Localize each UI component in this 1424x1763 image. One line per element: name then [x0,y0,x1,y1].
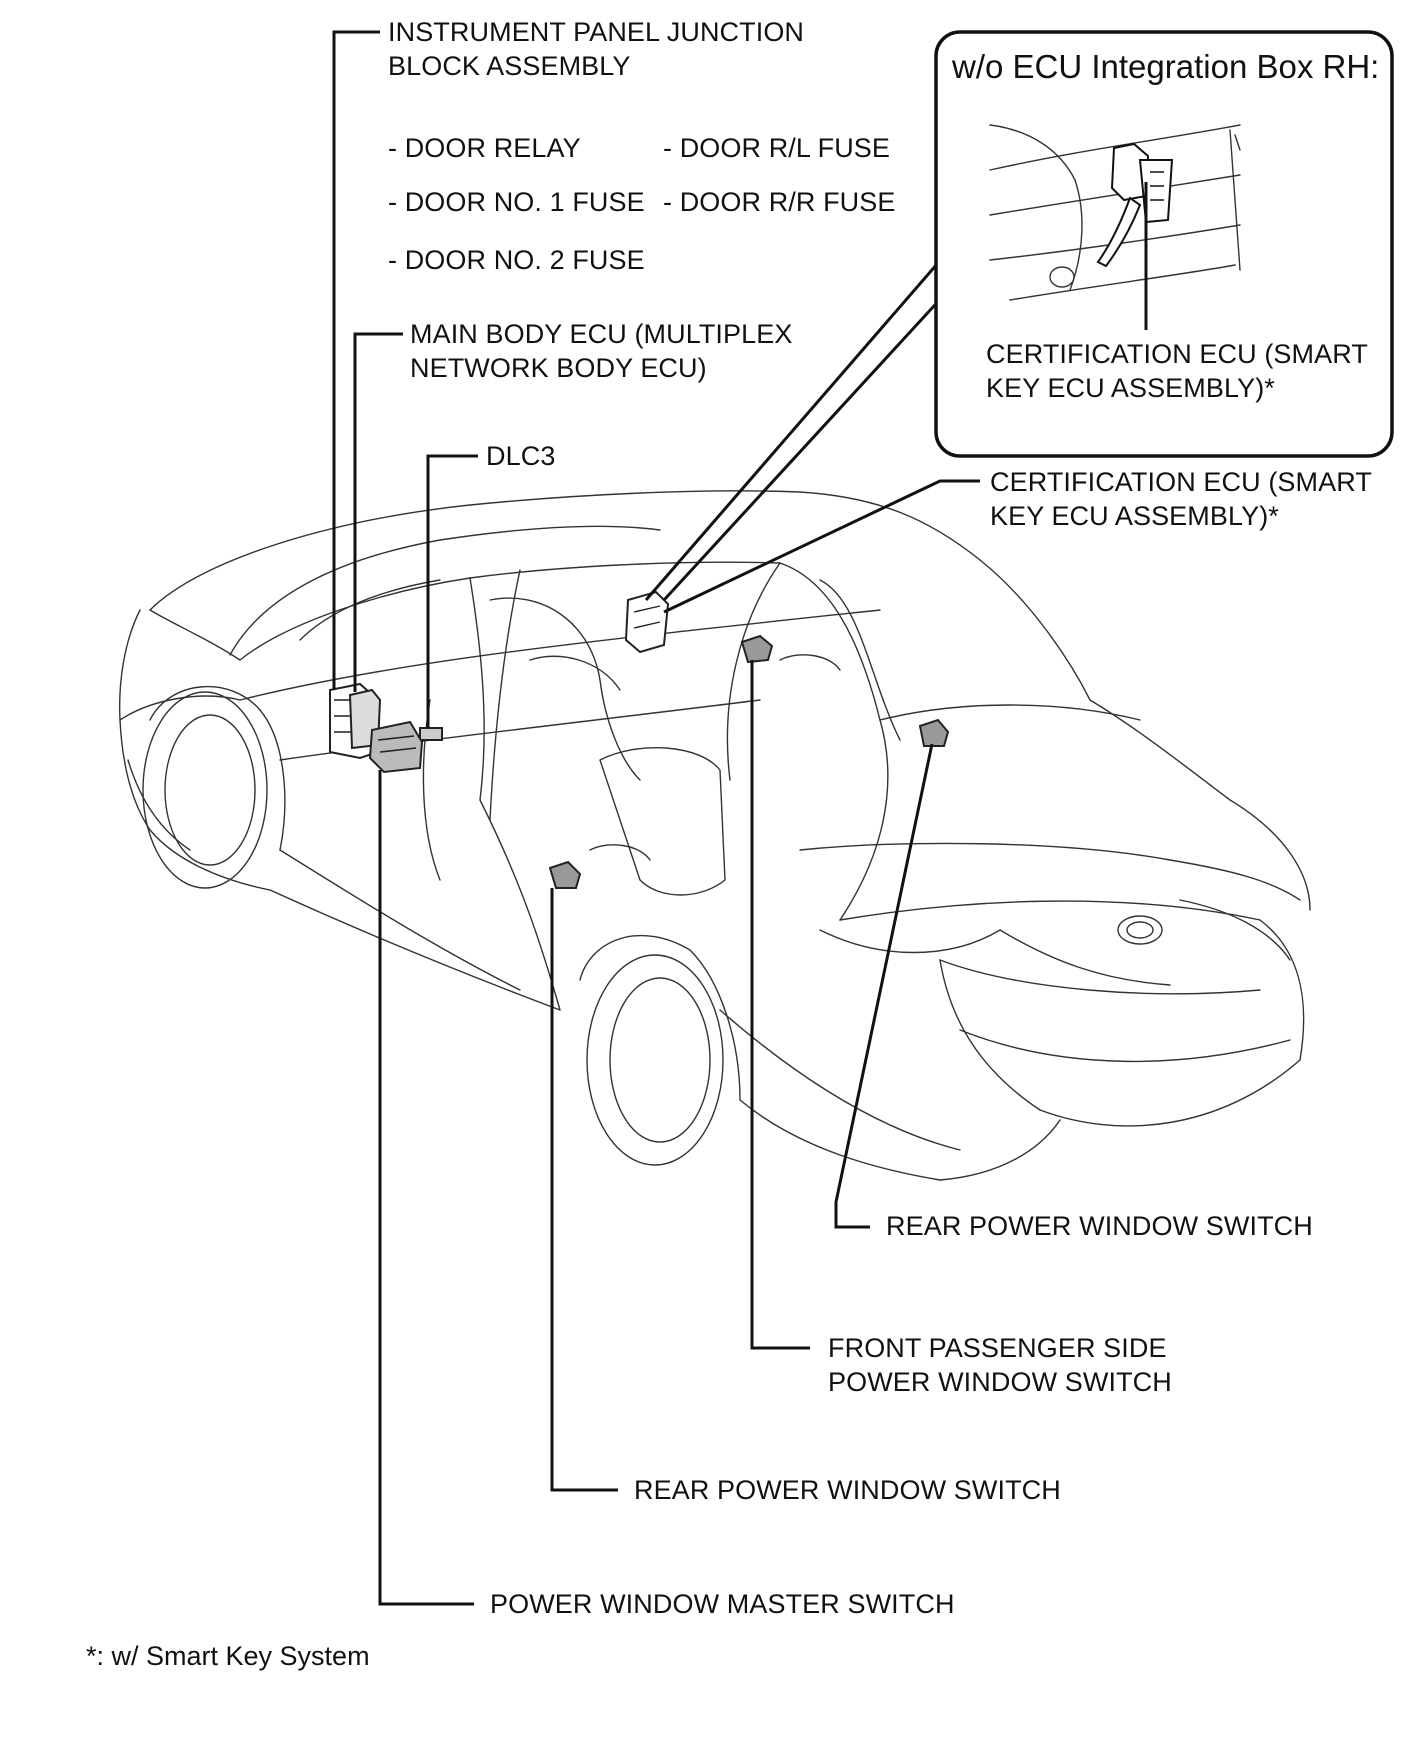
door-no1-fuse-label: - DOOR NO. 1 FUSE [388,187,645,217]
certification-ecu-label-line2: KEY ECU ASSEMBLY)* [990,501,1279,531]
rear-left-switch-shape [548,860,582,889]
inset-callout [934,30,1394,458]
rear-power-window-switch-right-label: REAR POWER WINDOW SWITCH [886,1211,1313,1241]
dlc3-shape [419,727,443,741]
door-rr-fuse-label: - DOOR R/R FUSE [663,187,896,217]
inset-ecu-shape [1096,142,1174,268]
junction-block-label-line1: INSTRUMENT PANEL JUNCTION [388,17,805,47]
dlc3-label: DLC3 [486,441,556,471]
door-rl-fuse-label: - DOOR R/L FUSE [663,133,891,163]
power-window-master-switch-label: POWER WINDOW MASTER SWITCH [490,1589,955,1619]
certification-ecu-shape [624,590,670,654]
junction-block-label-line2: BLOCK ASSEMBLY [388,51,631,81]
footnote: *: w/ Smart Key System [86,1641,370,1671]
door-relay-label: - DOOR RELAY [388,133,581,163]
leader-lines [332,30,980,1606]
rear-right-switch-shape [918,718,950,747]
component-shapes [329,590,950,889]
inset-title: w/o ECU Integration Box RH: [952,48,1380,85]
front-passenger-switch-label-line2: POWER WINDOW SWITCH [828,1367,1172,1397]
door-no2-fuse-label: - DOOR NO. 2 FUSE [388,245,645,275]
inset-certification-ecu-label-line1: CERTIFICATION ECU (SMART [986,339,1368,369]
main-body-ecu-label-line2: NETWORK BODY ECU) [410,353,707,383]
front-passenger-switch-label-line1: FRONT PASSENGER SIDE [828,1333,1167,1363]
car-body-outline [118,490,1311,1181]
certification-ecu-label-line1: CERTIFICATION ECU (SMART [990,467,1372,497]
inset-box [934,30,1394,458]
rear-power-window-switch-left-label: REAR POWER WINDOW SWITCH [634,1475,1061,1505]
front-passenger-switch-shape [740,634,774,664]
power-window-master-switch-shape [368,720,424,774]
main-body-ecu-label-line1: MAIN BODY ECU (MULTIPLEX [410,319,793,349]
inset-certification-ecu-label-line2: KEY ECU ASSEMBLY)* [986,373,1275,403]
